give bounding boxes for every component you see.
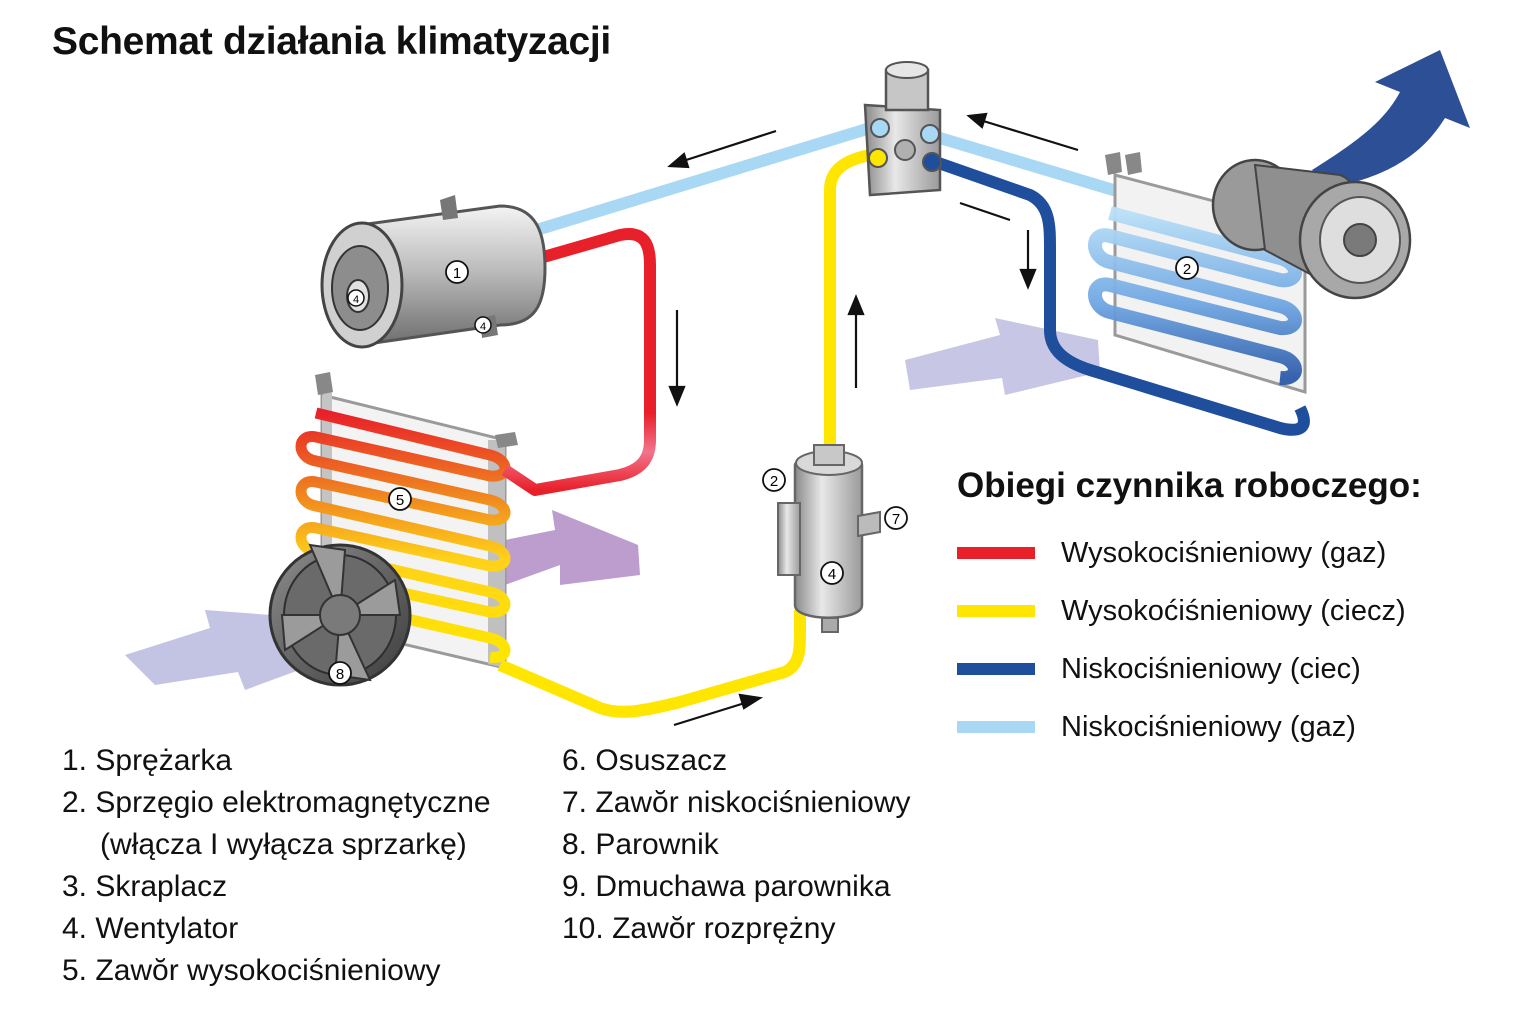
legend-label: Wysokoćiśnieniowy (ciecz) (1061, 594, 1406, 627)
item-number: 9. (562, 870, 588, 903)
svg-text:8: 8 (336, 666, 344, 683)
legend-swatch-low-pressure-liquid (957, 663, 1035, 675)
marker-drier-body: 4 (820, 561, 844, 585)
item-number: 4. (62, 912, 88, 945)
legend-item: Wysokociśnieniowy (gaz) (957, 524, 1422, 582)
legend-label: Wysokociśnieniowy (gaz) (1061, 536, 1387, 569)
list-item: 1. Sprężarka (62, 740, 491, 782)
list-item: 6. Osuszacz (562, 740, 911, 782)
legend-swatch-low-pressure-gas (957, 721, 1035, 733)
pipe-low-pressure-gas-left (524, 119, 886, 238)
item-label: Dmuchawa parownika (595, 870, 891, 903)
legend-swatch-high-pressure-liquid (957, 605, 1035, 617)
marker-evaporator: 2 (1175, 256, 1199, 280)
item-number: 8. (562, 828, 588, 861)
parts-list-left: 1. Sprężarka 2. Sprzęgio elektromagnętyc… (62, 740, 491, 992)
legend-item: Niskociśnieniowy (gaz) (957, 698, 1422, 756)
marker-drier-left: 2 (762, 468, 786, 492)
item-number: 10. (562, 912, 604, 945)
svg-text:7: 7 (892, 511, 900, 528)
item-number: 3. (62, 870, 88, 903)
pipe-high-pressure-liquid-bottom (497, 610, 806, 718)
svg-text:4: 4 (480, 321, 486, 333)
marker-compressor: 1 (445, 260, 469, 284)
item-label: Skraplacz (95, 870, 228, 903)
pipe-low-pressure-liquid (928, 154, 1310, 436)
item-label: Zawŏr rozprężny (612, 912, 836, 945)
flow-arrows (667, 112, 1079, 727)
item-label: Zawŏr wysokociśnieniowy (95, 954, 441, 987)
item-label: Wentylator (95, 912, 239, 945)
list-item: 4. Wentylator (62, 908, 491, 950)
condenser-fan (268, 543, 412, 687)
list-item: 8. Parownik (562, 824, 911, 866)
parts-list-right: 6. Osuszacz 7. Zawŏr niskociśnieniowy 8.… (562, 740, 911, 950)
svg-text:4: 4 (828, 566, 836, 583)
item-label: Parownik (595, 828, 719, 861)
marker-bracket: 4 (474, 316, 492, 334)
marker-condenser: 5 (388, 487, 412, 511)
legend-label: Niskociśnieniowy (gaz) (1061, 710, 1356, 743)
svg-text:2: 2 (770, 473, 778, 490)
svg-text:5: 5 (396, 492, 404, 509)
legend-item: Niskociśnieniowy (ciec) (957, 640, 1422, 698)
item-label: Sprzęgio elektromagnętyczne (95, 786, 491, 819)
item-number: 6. (562, 744, 588, 777)
expansion-valve (863, 61, 942, 197)
hot-air-arrow (505, 510, 640, 585)
legend-title: Obiegi czynnika roboczego: (957, 466, 1422, 505)
item-number: 2. (62, 786, 88, 819)
marker-fan: 8 (328, 661, 352, 685)
svg-text:1: 1 (453, 265, 461, 282)
pipe-high-pressure-gas (501, 228, 656, 496)
item-number: 7. (562, 786, 588, 819)
compressor (320, 195, 547, 349)
receiver-drier (777, 444, 881, 633)
legend-swatch-high-pressure-gas (957, 547, 1035, 559)
list-item: 10. Zawŏr rozprężny (562, 908, 911, 950)
list-item: 3. Skraplacz (62, 866, 491, 908)
list-item-continuation: (włącza I wyłącza sprzarkę) (62, 824, 491, 866)
evaporator-coil (1088, 206, 1302, 386)
svg-text:4: 4 (353, 294, 359, 306)
pipe-high-pressure-liquid-up (824, 149, 872, 450)
svg-text:2: 2 (1183, 261, 1191, 278)
legend-label: Niskociśnieniowy (ciec) (1061, 652, 1361, 685)
list-item: 7. Zawŏr niskociśnieniowy (562, 782, 911, 824)
list-item: 2. Sprzęgio elektromagnętyczne (62, 782, 491, 824)
item-label: Osuszacz (595, 744, 728, 777)
item-number: 1. (62, 744, 88, 777)
cold-air-arrow (1312, 50, 1470, 188)
legend: Obiegi czynnika roboczego: Wysokociśnien… (957, 466, 1422, 756)
item-number: 5. (62, 954, 88, 987)
page-title: Schemat działania klimatyzacji (52, 20, 611, 63)
list-item: 9. Dmuchawa parownika (562, 866, 911, 908)
pipe-low-pressure-gas-right (924, 129, 1136, 201)
marker-clutch: 4 (347, 289, 365, 307)
marker-drier-right: 7 (884, 506, 908, 530)
item-label: Sprężarka (95, 744, 233, 777)
evaporator-blower (1211, 158, 1412, 300)
legend-item: Wysokoćiśnieniowy (ciecz) (957, 582, 1422, 640)
item-label: Zawŏr niskociśnieniowy (595, 786, 911, 819)
list-item: 5. Zawŏr wysokociśnieniowy (62, 950, 491, 992)
item-label: (włącza I wyłącza sprzarkę) (100, 828, 467, 861)
